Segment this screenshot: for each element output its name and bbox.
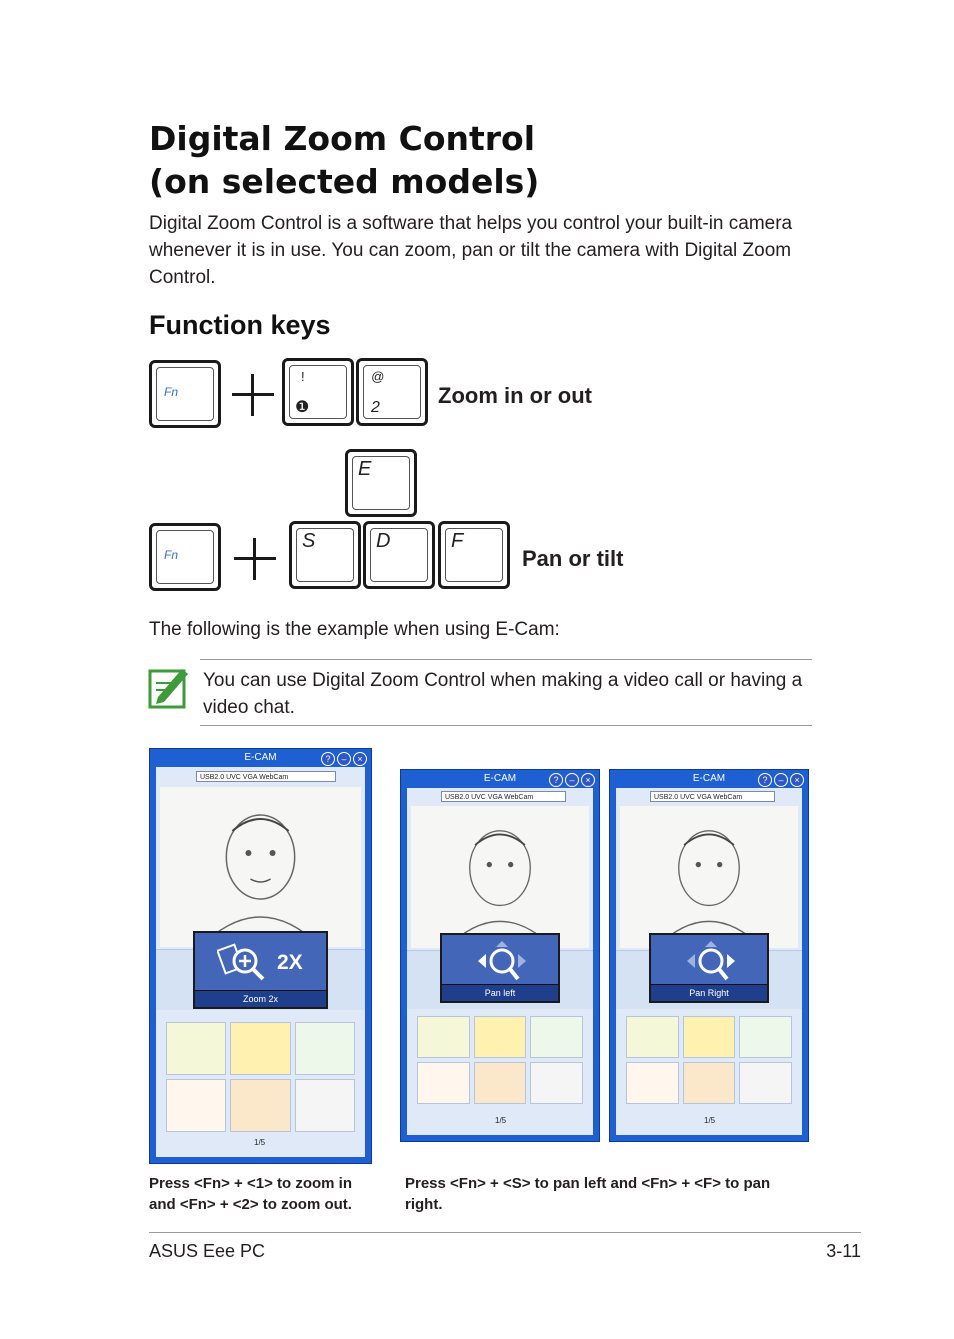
effect-thumb[interactable]: [230, 1079, 291, 1132]
plus-icon-2: [234, 538, 276, 580]
pan-left-label: Pan left: [442, 984, 558, 1001]
device-select[interactable]: USB2.0 UVC VGA WebCam: [441, 791, 566, 802]
fn-key-2-label: Fn: [164, 548, 179, 562]
s-key-label: S: [302, 530, 316, 552]
minimize-icon[interactable]: –: [565, 773, 579, 787]
plus-icon: [232, 374, 274, 416]
one-key-top: !: [301, 369, 305, 384]
pan-right-label: Pan Right: [651, 984, 767, 1001]
effect-thumb[interactable]: [682, 1062, 736, 1104]
pan-right-osd: Pan Right: [649, 933, 769, 1003]
ecam-title: E-CAM: [692, 773, 726, 784]
zoom-in-icon: [217, 943, 265, 981]
effect-thumb[interactable]: [739, 1062, 792, 1104]
two-key: @ 2: [356, 358, 428, 426]
page-indicator: 1/5: [704, 1116, 716, 1125]
zoom-label: Zoom in or out: [438, 383, 592, 408]
page-indicator: 1/5: [495, 1116, 507, 1125]
effect-thumb[interactable]: [294, 1022, 355, 1075]
note-text: You can use Digital Zoom Control when ma…: [203, 670, 803, 718]
effect-thumb[interactable]: [230, 1022, 291, 1075]
caption-zoom: Press <Fn> + <1> to zoom in and <Fn> + <…: [149, 1175, 352, 1213]
effect-thumb[interactable]: [166, 1079, 227, 1132]
one-key: ! ❶: [282, 358, 354, 426]
ecam-title: E-CAM: [483, 773, 517, 784]
two-key-top: @: [371, 369, 385, 384]
effects-grid: [166, 1022, 355, 1132]
effect-thumb[interactable]: [739, 1016, 792, 1058]
effect-thumb[interactable]: [417, 1062, 470, 1104]
one-key-bottom: ❶: [295, 399, 310, 416]
s-key: S: [289, 521, 361, 589]
example-text: The following is the example when using …: [149, 619, 560, 640]
section-heading: Function keys: [149, 310, 331, 340]
e-key-label: E: [358, 458, 372, 480]
fn-key-label: Fn: [164, 385, 179, 399]
minimize-icon[interactable]: –: [774, 773, 788, 787]
caption-pan: Press <Fn> + <S> to pan left and <Fn> + …: [405, 1175, 771, 1213]
zoom-osd-label: Zoom 2x: [195, 990, 326, 1007]
help-icon[interactable]: ?: [758, 773, 772, 787]
title-line-1: Digital Zoom Control: [149, 119, 536, 158]
effect-thumb[interactable]: [294, 1079, 355, 1132]
video-preview: [620, 806, 798, 948]
note-bottom-rule: [200, 725, 812, 726]
help-icon[interactable]: ?: [549, 773, 563, 787]
two-key-bottom: 2: [371, 399, 380, 416]
page-title: Digital Zoom Control (on selected models…: [149, 117, 539, 203]
page-indicator: 1/5: [254, 1138, 266, 1147]
minimize-icon[interactable]: –: [337, 752, 351, 766]
d-key-label: D: [376, 530, 391, 552]
note-top-rule: [200, 659, 812, 660]
fn-key-2: Fn: [149, 523, 221, 591]
footer-page-number: 3-11: [826, 1241, 861, 1261]
help-icon[interactable]: ?: [321, 752, 335, 766]
footer-rule: [149, 1232, 861, 1233]
effect-thumb[interactable]: [626, 1062, 679, 1104]
effect-thumb[interactable]: [530, 1062, 583, 1104]
intro-paragraph: Digital Zoom Control is a software that …: [149, 213, 793, 288]
effect-thumb[interactable]: [682, 1016, 736, 1058]
video-preview: [411, 806, 589, 948]
zoom-osd: 2X Zoom 2x: [193, 931, 328, 1009]
effects-grid: [417, 1016, 583, 1104]
e-key: E: [345, 449, 417, 517]
pan-left-icon: [478, 941, 526, 981]
zoom-level-text: 2X: [277, 951, 303, 974]
effect-thumb[interactable]: [417, 1016, 470, 1058]
pan-left-osd: Pan left: [440, 933, 560, 1003]
effect-thumb[interactable]: [473, 1062, 527, 1104]
close-icon[interactable]: ×: [790, 773, 804, 787]
footer-left: ASUS Eee PC: [149, 1241, 266, 1261]
d-key: D: [363, 521, 435, 589]
video-preview: [160, 787, 361, 947]
effect-thumb[interactable]: [166, 1022, 227, 1075]
effect-thumb[interactable]: [473, 1016, 527, 1058]
title-line-2: (on selected models): [149, 162, 540, 201]
effect-thumb[interactable]: [626, 1016, 679, 1058]
device-select[interactable]: USB2.0 UVC VGA WebCam: [650, 791, 775, 802]
effect-thumb[interactable]: [530, 1016, 583, 1058]
device-select[interactable]: USB2.0 UVC VGA WebCam: [196, 771, 336, 782]
f-key: F: [438, 521, 510, 589]
ecam-title: E-CAM: [244, 752, 277, 763]
pan-right-icon: [687, 941, 735, 981]
fn-key: Fn: [149, 360, 221, 428]
close-icon[interactable]: ×: [353, 752, 367, 766]
f-key-label: F: [451, 530, 464, 552]
note-icon: [148, 663, 190, 711]
effects-grid: [626, 1016, 792, 1104]
pan-label: Pan or tilt: [522, 546, 624, 571]
close-icon[interactable]: ×: [581, 773, 595, 787]
